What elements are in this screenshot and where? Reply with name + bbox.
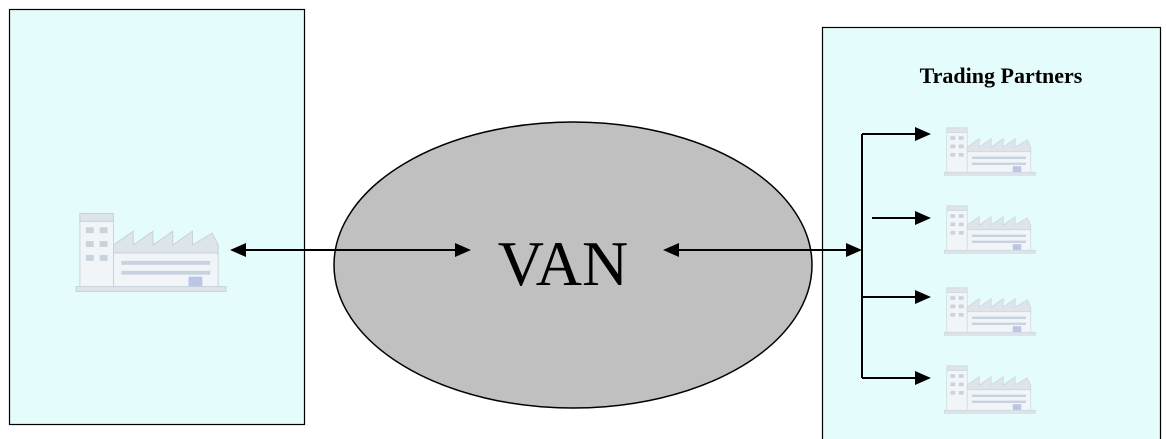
van-cloud [333, 121, 813, 409]
company-panel [8, 8, 306, 426]
trading-partners-title: Trading Partners [920, 63, 1083, 88]
partner-branch-4 [862, 371, 931, 385]
partner-branch-1 [862, 127, 931, 141]
partner-branch-3 [862, 290, 931, 304]
van-partners-connector [663, 243, 862, 257]
van-label: VAN [498, 228, 628, 299]
partner-branch-2 [872, 211, 931, 225]
company-van-connector [230, 243, 471, 257]
